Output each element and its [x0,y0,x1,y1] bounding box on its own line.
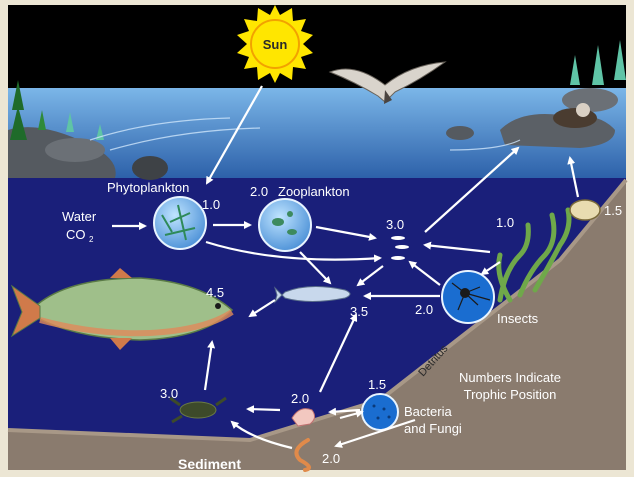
bacteria-label-line1: Bacteria [404,404,452,419]
night-sky [8,5,626,95]
insects-label: Insects [497,311,539,326]
zooplankton-cell-icon [259,199,311,251]
sediment-label: Sediment [178,456,241,472]
insect-cell-icon [442,271,494,323]
bacteria-label-line2: and Fungi [404,421,462,436]
forage-fish-level: 3.5 [350,304,368,319]
crayfish-level: 3.0 [160,386,178,401]
legend-line-1: Numbers Indicate [459,370,561,385]
sun-label: Sun [263,37,288,52]
mussel-level: 1.5 [604,203,622,218]
phytoplankton-cell-icon [154,197,206,249]
worm-level: 2.0 [322,451,340,466]
insects-level: 2.0 [415,302,433,317]
legend-line-2: Trophic Position [464,387,557,402]
arrow-shrimp-to-crayfish [248,409,280,410]
co2-input-label: CO [66,227,86,242]
zooplankton-label: Zooplankton [278,184,350,199]
water-input-label: Water [62,209,97,224]
bacteria-level: 1.5 [368,377,386,392]
trout-level: 4.5 [206,285,224,300]
shrimp-level: 2.0 [291,391,309,406]
co2-subscript: 2 [89,235,94,244]
phytoplankton-label: Phytoplankton [107,180,189,195]
zooplankton-level: 2.0 [250,184,268,199]
bacteria-cell-icon [362,394,398,430]
mussel-icon [570,200,600,220]
plants-level: 1.0 [496,215,514,230]
phytoplankton-level: 1.0 [202,197,220,212]
small-fish-level: 3.0 [386,217,404,232]
